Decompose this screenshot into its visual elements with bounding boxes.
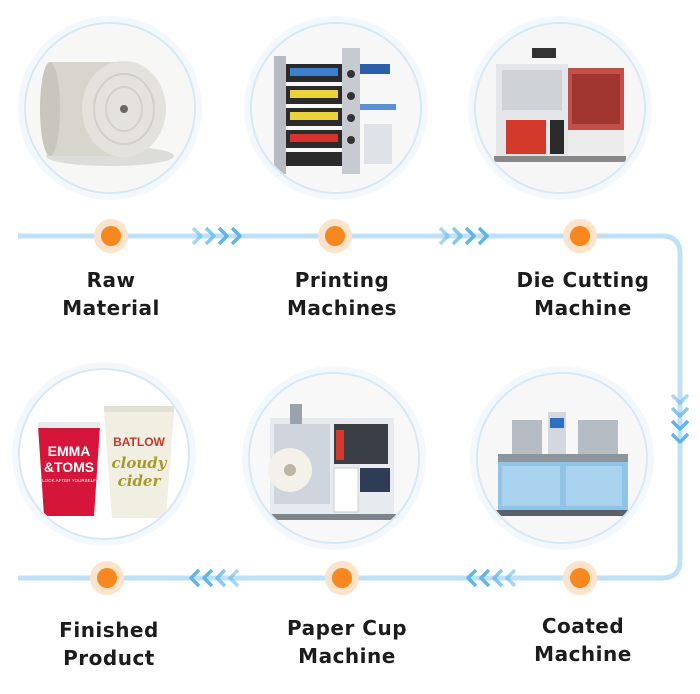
step-label-line2: Machines (286, 296, 398, 320)
arrow-group-4-icon (189, 568, 240, 588)
cup-text-line2: cider (118, 472, 162, 490)
step-label-line2: Product (63, 646, 155, 670)
raw-material-image (24, 22, 196, 194)
cup-tagline: LOOK AFTER YOURSELF (42, 478, 96, 483)
cup-brand-line1: EMMA (48, 443, 91, 459)
cup-brand-right: BATLOW (113, 435, 165, 449)
step-label-line2: Machine (534, 642, 632, 666)
step-marker-raw-material (94, 219, 128, 253)
arrow-group-1-icon (191, 226, 242, 246)
step-label-line1: Finished (59, 618, 159, 642)
step-label-printing: Printing Machines (247, 266, 437, 322)
step-marker-paper-cup (325, 561, 359, 595)
step-label-line2: Machine (298, 644, 396, 668)
arrow-group-down-icon (670, 393, 690, 444)
step-label-finished-product: Finished Product (14, 616, 204, 672)
step-marker-printing (318, 219, 352, 253)
finished-product-image: EMMA &TOMS LOOK AFTER YOURSELF BATLOW cl… (18, 368, 190, 540)
step-label-line2: Material (62, 296, 160, 320)
die-cutting-machine-image (474, 22, 646, 194)
paper-cup-machine-image (248, 372, 420, 544)
step-label-die-cutting: Die Cutting Machine (488, 266, 678, 322)
arrow-group-3-icon (466, 568, 517, 588)
step-marker-coated (563, 561, 597, 595)
step-label-line1: Coated (541, 614, 625, 638)
coated-machine-image (476, 372, 648, 544)
step-label-line1: Die Cutting (516, 268, 650, 292)
step-label-line1: Raw (86, 268, 136, 292)
step-label-line2: Machine (534, 296, 632, 320)
arrow-group-2-icon (438, 226, 489, 246)
step-label-paper-cup: Paper Cup Machine (252, 614, 442, 670)
cup-brand-line2: &TOMS (44, 459, 94, 475)
step-label-coated: Coated Machine (488, 612, 678, 668)
cup-text-line1: cloudy (112, 454, 168, 472)
printing-machine-image (250, 22, 422, 194)
step-marker-finished-product (90, 561, 124, 595)
step-label-line1: Paper Cup (286, 616, 408, 640)
step-label-raw-material: Raw Material (16, 266, 206, 322)
step-label-line1: Printing (294, 268, 390, 292)
step-marker-die-cutting (563, 219, 597, 253)
